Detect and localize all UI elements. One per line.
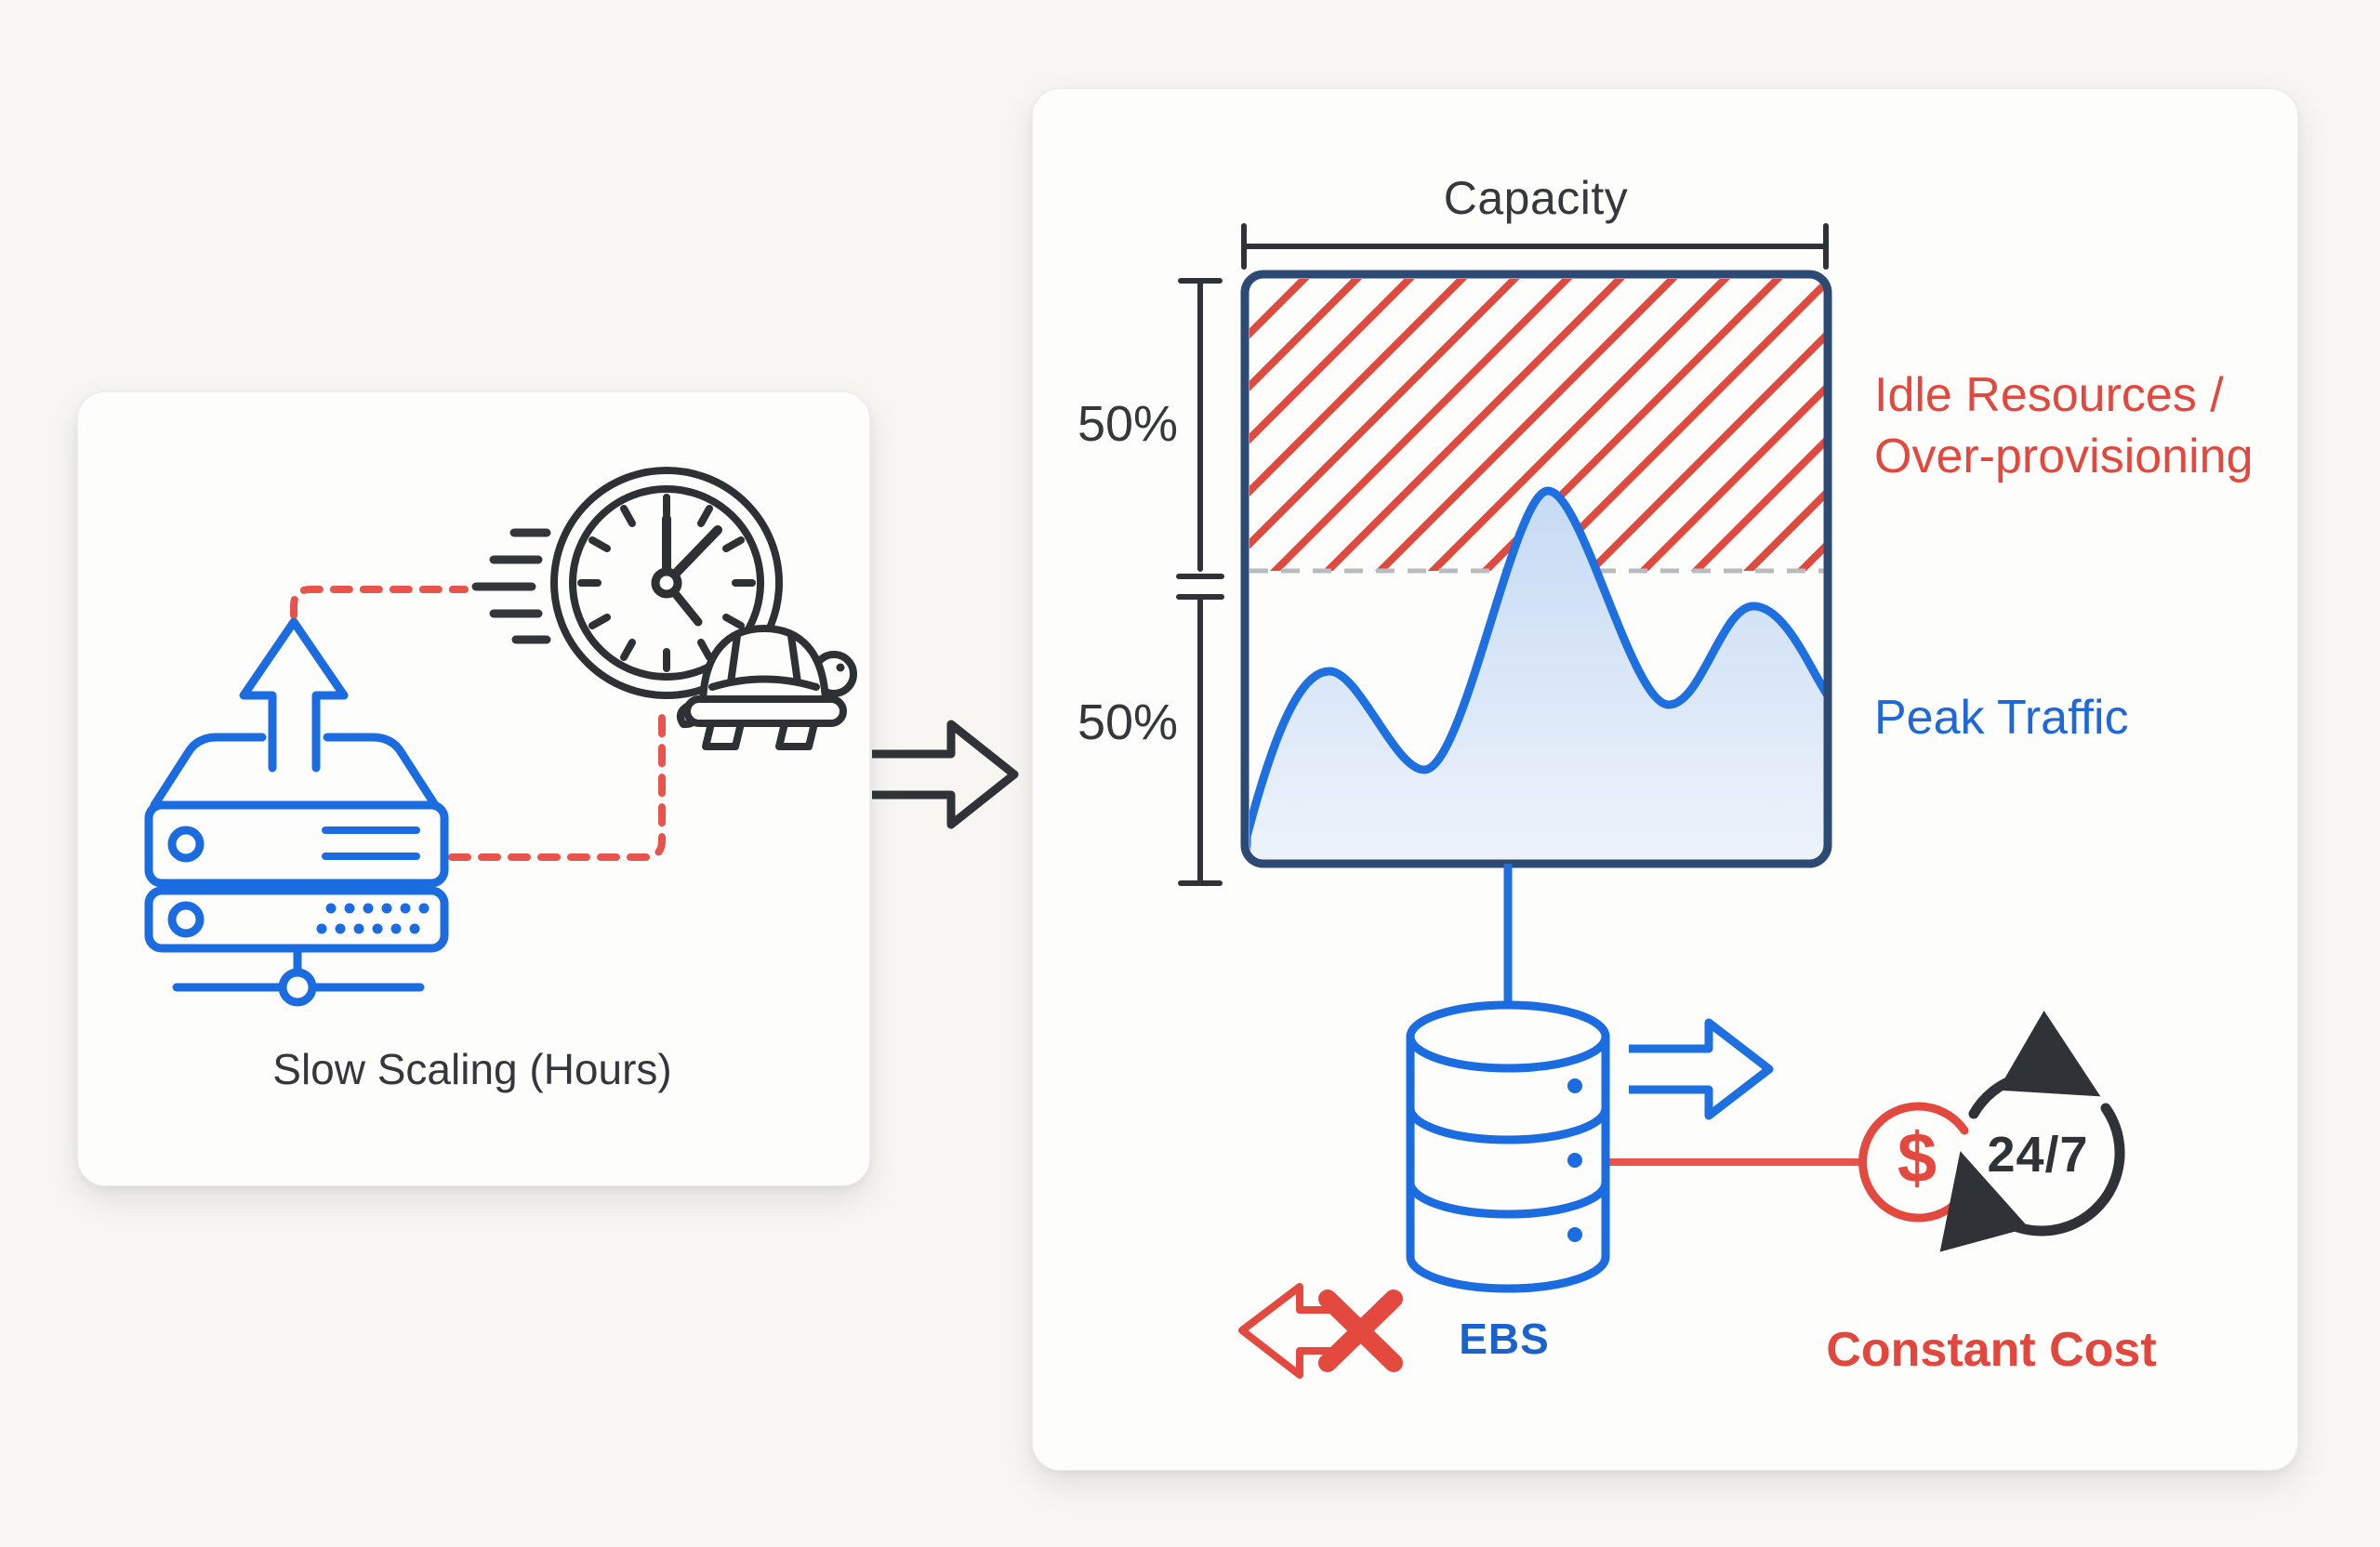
idle-resources-label: Idle Resources / Over-provisioning bbox=[1874, 364, 2254, 487]
capacity-label: Capacity bbox=[1443, 172, 1629, 224]
flow-arrow-icon bbox=[872, 720, 1019, 829]
capacity-cost-panel bbox=[1032, 88, 2298, 1471]
dollar-symbol: $ bbox=[1897, 1118, 1937, 1198]
slow-scaling-caption: Slow Scaling (Hours) bbox=[272, 1045, 672, 1093]
constant-cost-label: Constant Cost bbox=[1826, 1323, 2157, 1377]
idle-percent-label: 50% bbox=[1077, 396, 1179, 452]
traffic-percent-label: 50% bbox=[1077, 694, 1179, 750]
idle-resources-line1: Idle Resources / bbox=[1874, 368, 2224, 422]
ebs-label: EBS bbox=[1459, 1315, 1550, 1363]
peak-traffic-label: Peak Traffic bbox=[1874, 691, 2129, 745]
cycle-label: 24/7 bbox=[1987, 1127, 2089, 1183]
idle-resources-line2: Over-provisioning bbox=[1874, 430, 2254, 483]
